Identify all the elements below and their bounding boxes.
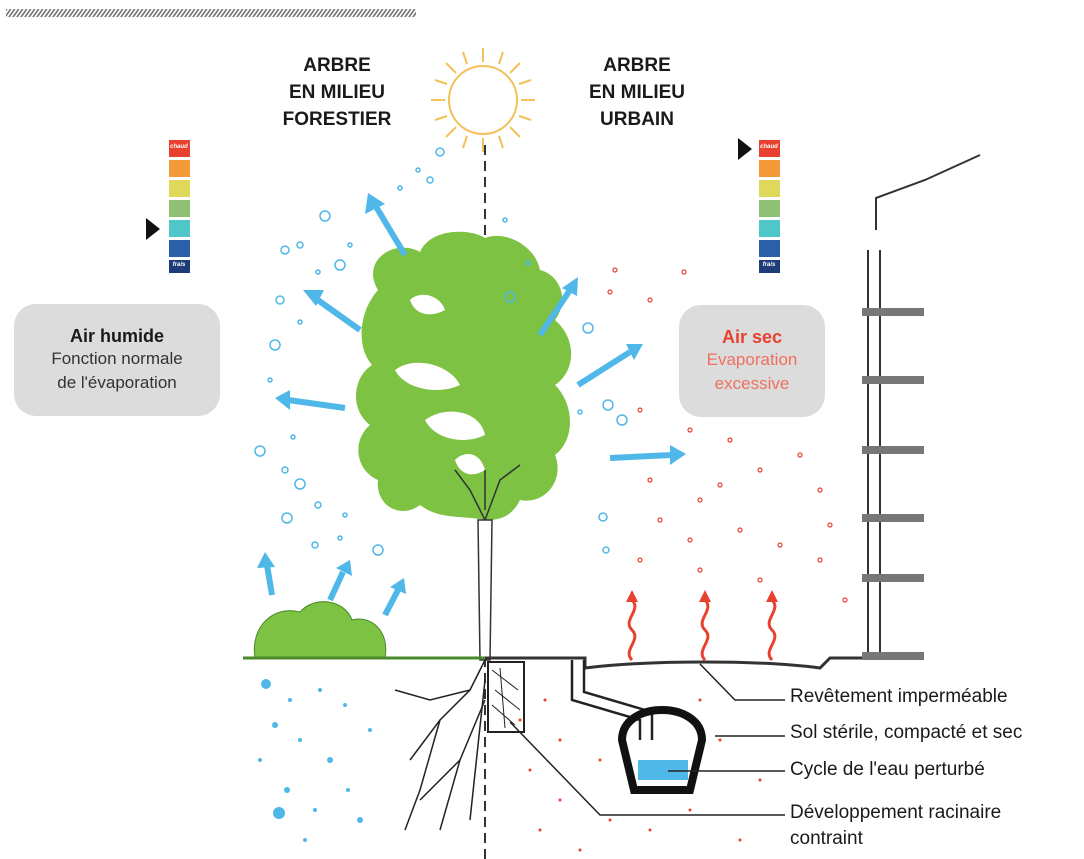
tree-branches — [454, 464, 521, 521]
callout-roots-line-2: contraint — [790, 828, 863, 849]
roots-forest — [394, 659, 486, 831]
callout-roots: Développement racinaire contraint — [790, 800, 1001, 852]
heat-wave-arrows — [626, 590, 778, 662]
sun-icon — [431, 48, 535, 152]
forest-scale-top-label: chaud — [170, 144, 188, 150]
urban-title-line-2: EN MILIEU — [588, 82, 686, 103]
callout-soil: Sol stérile, compacté et sec — [790, 722, 1023, 743]
roots-urban — [491, 667, 521, 729]
humid-air-title: Air humide — [69, 326, 164, 346]
tree-gaps — [395, 294, 485, 475]
top-hatch-band — [6, 9, 416, 17]
forest-title: ARBRE EN MILIEU FORESTIER — [262, 52, 412, 133]
evaporation-arrows-urban — [537, 277, 686, 465]
evaporation-arrows-forest — [257, 193, 408, 617]
callout-pavement: Revêtement imperméable — [790, 686, 1008, 707]
urban-temperature-scale — [759, 140, 780, 273]
building-balconies — [862, 308, 924, 660]
forest-title-line-3: FORESTIER — [282, 109, 392, 130]
humid-air-dots — [254, 147, 628, 556]
bush — [253, 601, 387, 659]
drain-pipe — [570, 660, 654, 740]
building — [867, 154, 981, 658]
urban-title: ARBRE EN MILIEU URBAIN — [562, 52, 712, 133]
humid-air-bubble: Air humide Fonction normale de l'évapora… — [14, 304, 220, 416]
forest-temperature-scale — [169, 140, 190, 273]
water-level — [638, 760, 688, 780]
water-reservoir — [617, 706, 707, 794]
forest-scale-indicator-icon — [146, 218, 160, 240]
humid-air-line-1: Fonction normale — [51, 349, 183, 368]
dry-air-line-2: excessive — [714, 374, 790, 393]
forest-title-line-2: EN MILIEU — [288, 82, 386, 103]
callout-leader-lines — [509, 663, 785, 816]
forest-scale-bottom-label: frais — [172, 262, 186, 268]
urban-scale-indicator-icon — [738, 138, 752, 160]
root-planter-box — [487, 661, 525, 733]
forest-title-line-1: ARBRE — [303, 55, 371, 76]
pavement-surface — [485, 656, 920, 670]
callout-water: Cycle de l'eau perturbé — [790, 759, 985, 780]
callout-roots-line-1: Développement racinaire — [790, 802, 1002, 823]
dry-air-line-1: Evaporation — [706, 350, 798, 369]
dry-air-bubble: Air sec Evaporation excessive — [679, 305, 825, 417]
humid-air-line-2: de l'évaporation — [57, 373, 177, 392]
urban-title-line-1: ARBRE — [603, 55, 671, 76]
tree-trunk — [477, 519, 493, 661]
dry-soil-dots — [518, 698, 762, 852]
dry-air-title: Air sec — [721, 327, 783, 347]
tree-canopy — [355, 231, 572, 521]
urban-scale-bottom-label: frais — [762, 262, 776, 268]
urban-scale-top-label: chaud — [760, 144, 778, 150]
dry-air-dots — [607, 267, 848, 603]
urban-title-line-3: URBAIN — [600, 109, 674, 130]
soil-water-dots — [258, 679, 372, 842]
